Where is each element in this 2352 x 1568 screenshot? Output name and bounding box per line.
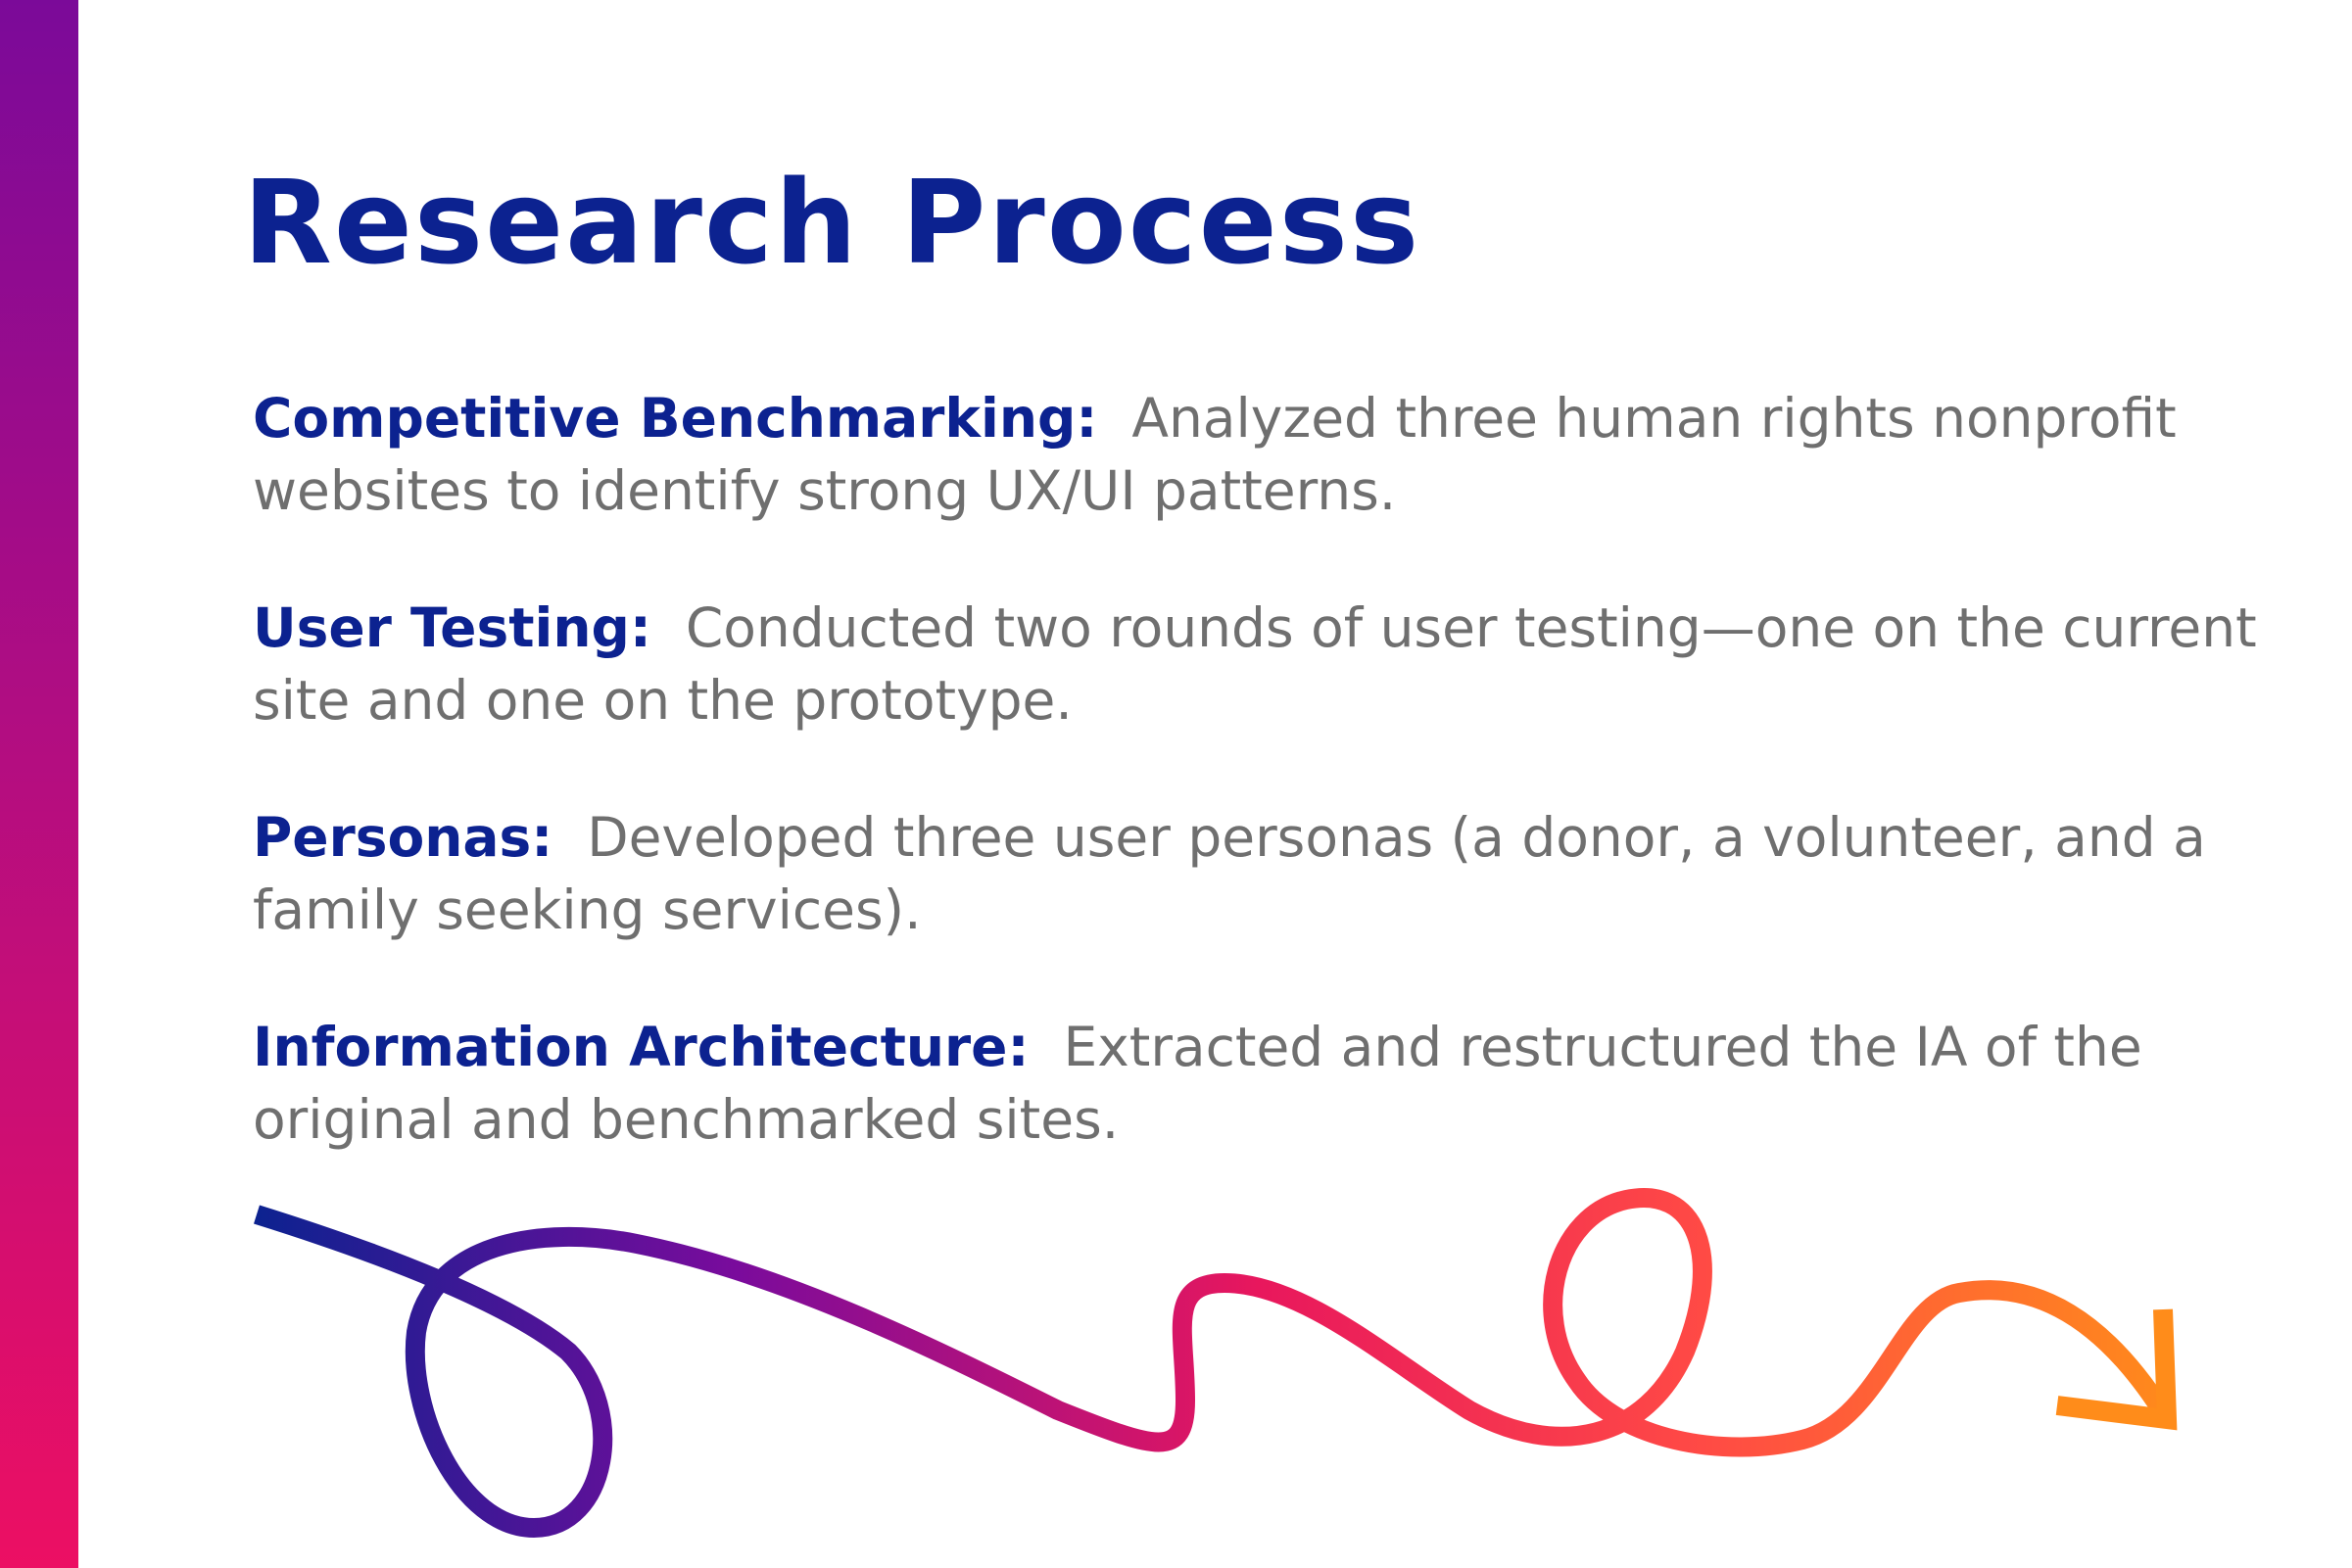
step-user-testing: User Testing: Conducted two rounds of us… xyxy=(253,592,2271,736)
step-description: Extracted and restructured the IA of the… xyxy=(253,1016,2142,1151)
step-description: Developed three user personas (a donor, … xyxy=(253,806,2206,941)
step-description: Conducted two rounds of user testing—one… xyxy=(253,596,2257,732)
step-description: Analyzed three human rights nonprofit we… xyxy=(253,387,2177,522)
step-term: Competitive Benchmarking: xyxy=(253,387,1098,450)
step-term: Personas: xyxy=(253,806,553,869)
arrow-head xyxy=(2055,1308,2178,1431)
step-term: User Testing: xyxy=(253,596,651,659)
research-steps-list: Competitive Benchmarking: Analyzed three… xyxy=(253,382,2271,1220)
gradient-side-bar xyxy=(0,0,78,1568)
step-information-architecture: Information Architecture: Extracted and … xyxy=(253,1011,2271,1156)
squiggle-line xyxy=(254,1188,2174,1538)
step-term: Information Architecture: xyxy=(253,1016,1030,1078)
page-title: Research Process xyxy=(243,155,1421,290)
step-competitive-benchmarking: Competitive Benchmarking: Analyzed three… xyxy=(253,382,2271,527)
step-personas: Personas: Developed three user personas … xyxy=(253,801,2271,946)
